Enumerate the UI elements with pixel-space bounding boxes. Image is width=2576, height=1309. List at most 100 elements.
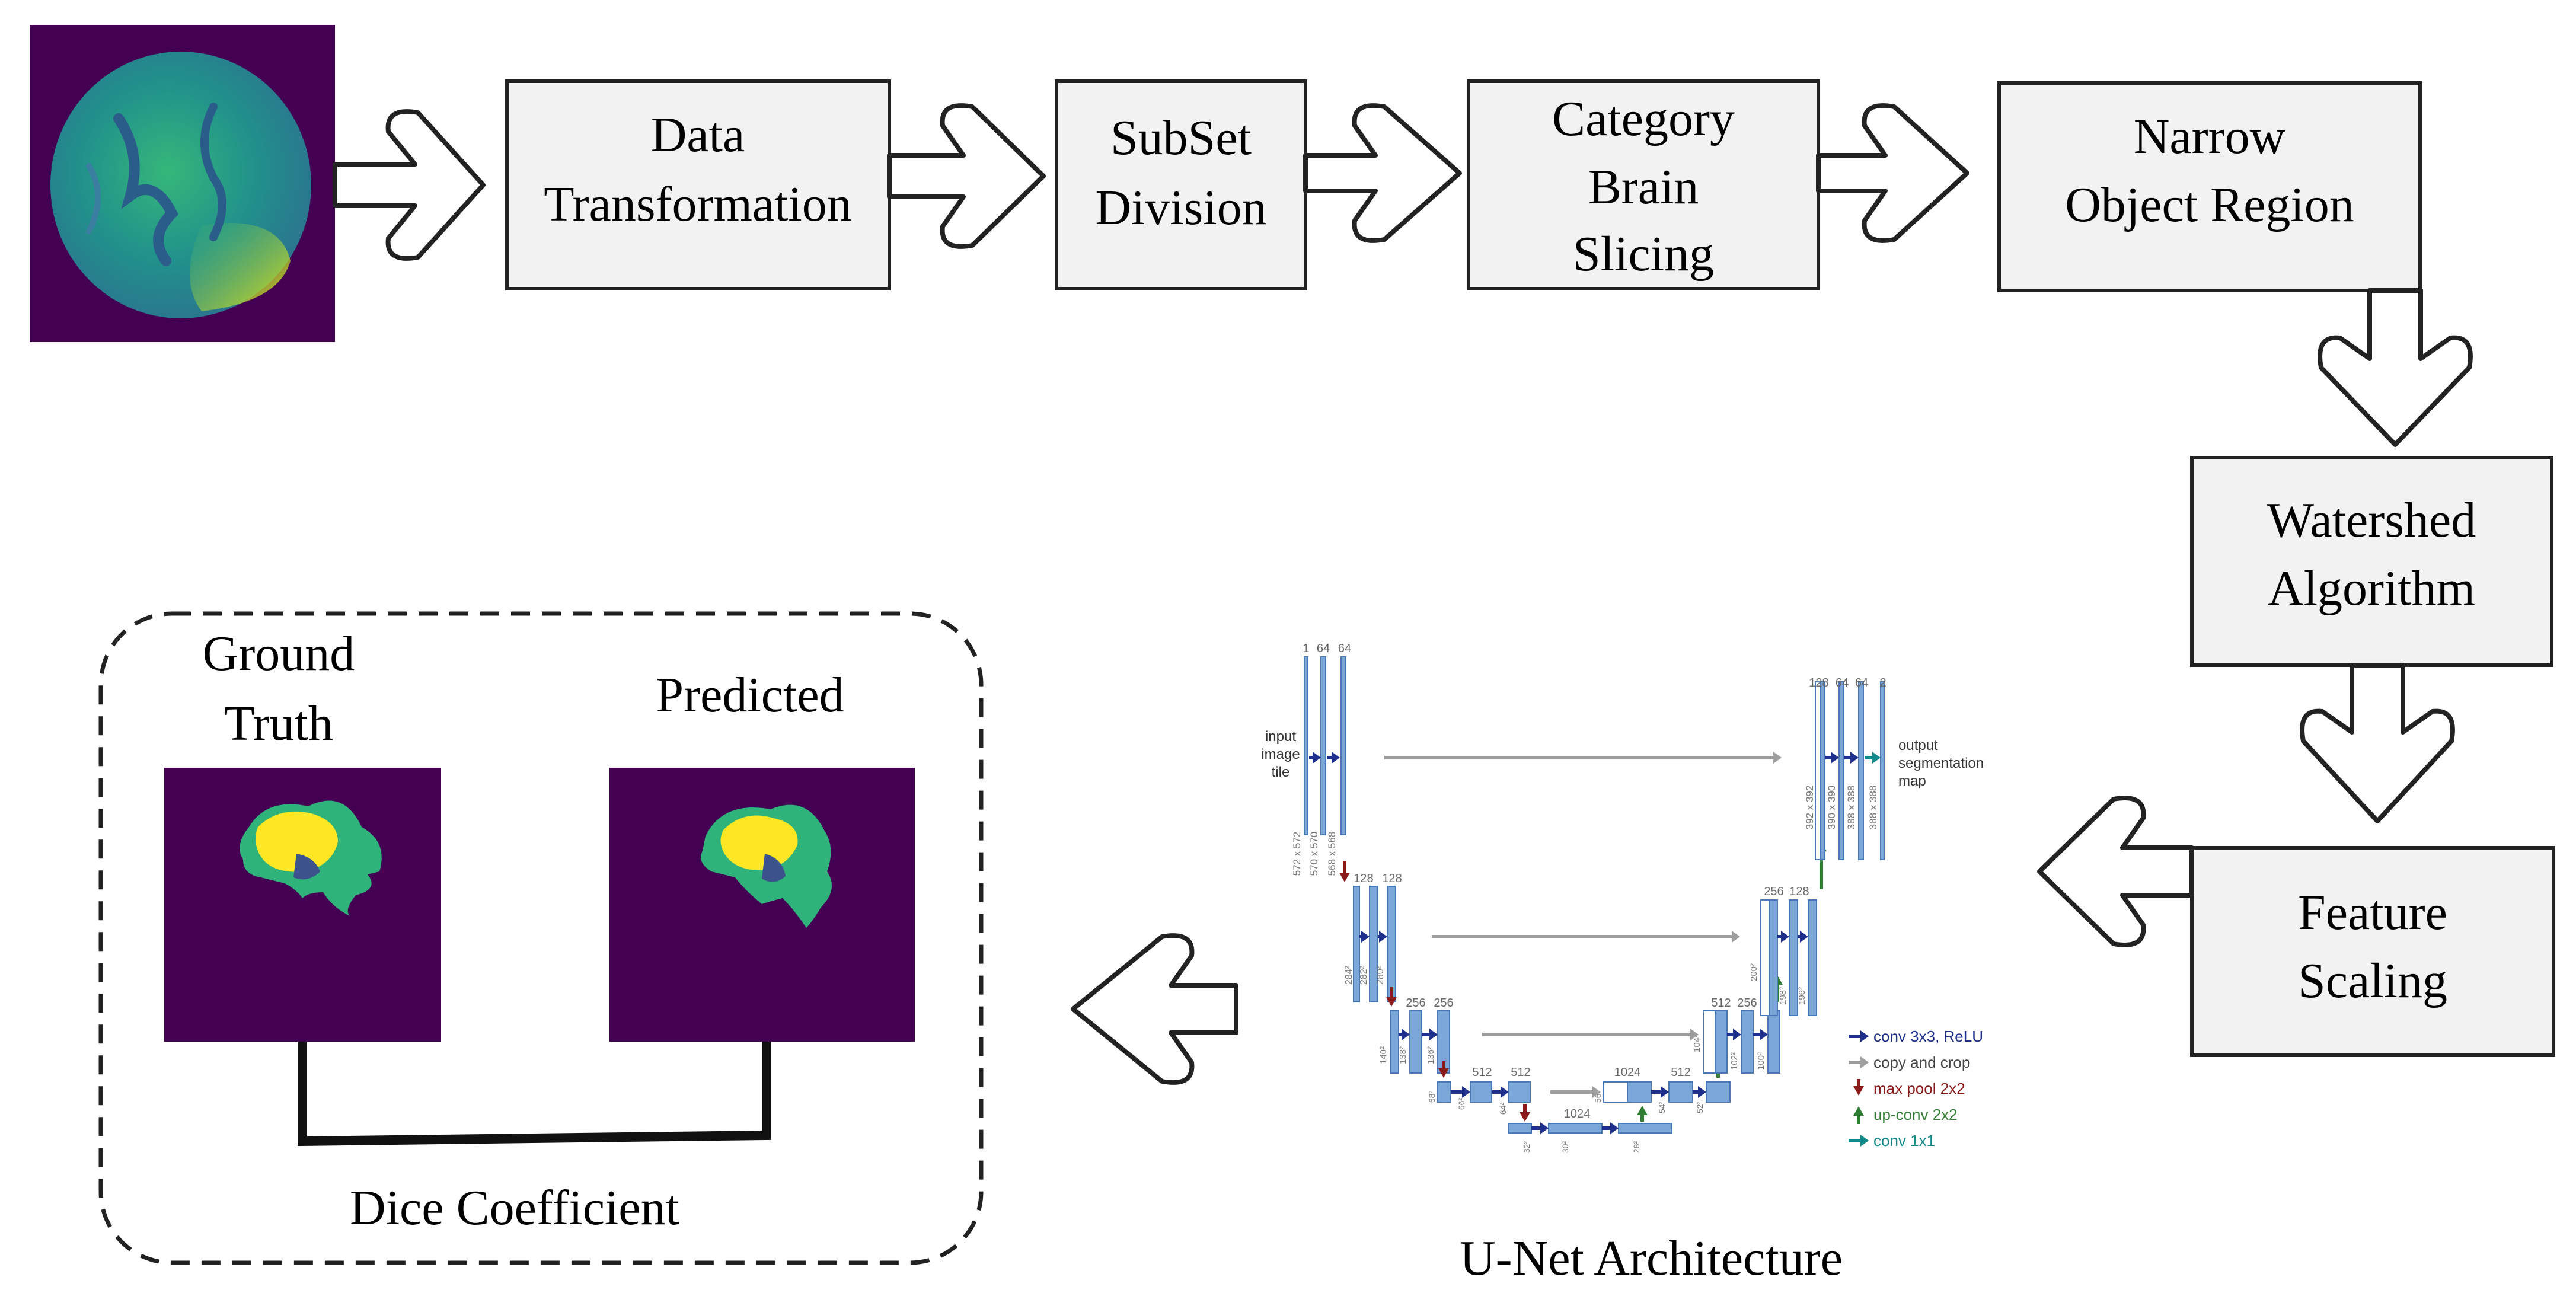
- channel-label: 128: [1809, 676, 1828, 689]
- input-label: tile: [1272, 764, 1290, 780]
- size-label: 102²: [1729, 1052, 1739, 1070]
- conv-arrow-head: [1831, 752, 1839, 764]
- step-feature-scaling: Feature Scaling: [2190, 846, 2555, 1057]
- conv-arrow-head: [1332, 752, 1340, 764]
- step-label-line: Data: [651, 107, 745, 162]
- step-box: [505, 79, 891, 290]
- evaluation-panel: Ground Truth Predicted Dice Coefficient: [98, 611, 984, 1265]
- output-label: output: [1898, 737, 1938, 754]
- channel-label: 512: [1671, 1066, 1690, 1079]
- feature-map-block: [1320, 656, 1326, 835]
- size-label: 388 x 388: [1846, 786, 1857, 830]
- channel-label: 256: [1434, 997, 1453, 1010]
- feature-map-block: [1769, 899, 1778, 1016]
- copy-crop-arrow-head: [1773, 752, 1782, 764]
- feature-map-block: [1706, 1081, 1731, 1103]
- size-label: 568 x 568: [1326, 832, 1338, 876]
- feature-map-block: [1603, 1081, 1628, 1103]
- size-label: 136²: [1426, 1046, 1436, 1064]
- channel-label: 1: [1303, 642, 1309, 655]
- feature-map-block: [1858, 681, 1864, 860]
- size-label: 280²: [1375, 965, 1386, 985]
- evaluation-border: [98, 611, 984, 1265]
- max-pool-arrow-head: [1520, 1112, 1530, 1122]
- conv-arrow-head: [1698, 1086, 1706, 1098]
- max-pool-arrow-head: [1386, 997, 1397, 1007]
- legend-arrow-icon-head: [1853, 1086, 1864, 1096]
- legend-label: max pool 2x2: [1873, 1080, 1965, 1097]
- output-label: map: [1898, 773, 1926, 789]
- step-label-line: Division: [1095, 180, 1266, 235]
- step-box: [1467, 79, 1820, 290]
- legend-arrow-icon-head: [1860, 1056, 1869, 1068]
- conv-arrow-head: [1760, 1029, 1768, 1040]
- copy-crop-arrow-head: [1732, 931, 1740, 943]
- channel-label: 128: [1789, 885, 1809, 898]
- size-label: 140²: [1378, 1046, 1388, 1064]
- step-data-transformation: Data Transformation: [505, 79, 891, 290]
- legend-arrow-icon-head: [1860, 1030, 1869, 1042]
- step-label-line: Algorithm: [2268, 561, 2475, 616]
- ground-truth-mask: [164, 768, 441, 1042]
- channel-label: 1024: [1614, 1066, 1641, 1079]
- input-label: input: [1265, 729, 1296, 745]
- size-label: 138²: [1398, 1046, 1408, 1064]
- step-label-line: Category: [1552, 91, 1735, 146]
- mask-core-region: [256, 811, 338, 872]
- mri-sulcus: [86, 163, 101, 234]
- copy-crop-arrow-head: [1690, 1029, 1699, 1040]
- channel-label: 128: [1354, 872, 1373, 885]
- step-label-line: SubSet: [1110, 110, 1252, 165]
- conv-arrow-head: [1361, 931, 1370, 943]
- copy-crop-arrow-head: [1592, 1086, 1601, 1098]
- down-arrow-icon: [2318, 288, 2473, 447]
- feature-map-block: [1838, 681, 1844, 860]
- mask-necrotic-region: [293, 854, 320, 880]
- conv-arrow-head: [1733, 1029, 1741, 1040]
- input-label: image: [1261, 746, 1300, 762]
- feature-map-block: [1741, 1010, 1754, 1074]
- size-label: 100²: [1756, 1052, 1766, 1070]
- size-label: 68²: [1427, 1091, 1437, 1103]
- step-category-brain-slicing: Category Brain Slicing: [1467, 79, 1820, 290]
- conv-arrow-head: [1610, 1122, 1619, 1134]
- conv-1x1-arrow-head: [1872, 752, 1881, 764]
- step-subset-division: SubSet Division: [1055, 79, 1307, 290]
- ground-truth-label-line: Truth: [224, 696, 333, 751]
- size-label: 390 x 390: [1826, 786, 1837, 830]
- step-narrow-object-region: Narrow Object Region: [1997, 81, 2422, 292]
- legend-arrow-icon-head: [1853, 1106, 1864, 1116]
- channel-label: 512: [1511, 1066, 1530, 1079]
- conv-arrow-head: [1429, 1029, 1438, 1040]
- unet-caption: U-Net Architecture: [1460, 1231, 1843, 1286]
- feature-map-block: [1880, 681, 1885, 860]
- channel-label: 2: [1879, 676, 1886, 689]
- feature-map-block: [1470, 1081, 1492, 1103]
- channel-label: 512: [1711, 997, 1731, 1010]
- channel-label: 512: [1472, 1066, 1492, 1079]
- conv-arrow-head: [1540, 1122, 1549, 1134]
- step-box: [1997, 81, 2422, 292]
- legend-label: conv 1x1: [1873, 1132, 1935, 1150]
- size-label: 28²: [1632, 1141, 1641, 1154]
- size-label: 64²: [1498, 1103, 1508, 1115]
- feature-map-block: [1618, 1123, 1672, 1134]
- step-label-line: Slicing: [1573, 226, 1714, 282]
- feature-map-block: [1760, 899, 1770, 1016]
- size-label: 198²: [1778, 987, 1788, 1005]
- up-conv-arrow-head: [1637, 1106, 1648, 1115]
- predicted-mask: [609, 768, 915, 1042]
- step-label-line: Brain: [1588, 159, 1699, 215]
- conv-arrow-head: [1379, 931, 1387, 943]
- step-box: [2190, 456, 2553, 667]
- size-label: 196²: [1797, 987, 1807, 1005]
- feature-map-block: [1808, 899, 1817, 1016]
- feature-map-block: [1508, 1123, 1532, 1134]
- channel-label: 1024: [1564, 1107, 1591, 1120]
- legend-arrow-icon-head: [1860, 1135, 1869, 1147]
- feature-map-block: [1369, 886, 1378, 1002]
- feature-map-block: [1340, 656, 1346, 835]
- channel-label: 64: [1855, 676, 1868, 689]
- feature-map-block: [1627, 1081, 1652, 1103]
